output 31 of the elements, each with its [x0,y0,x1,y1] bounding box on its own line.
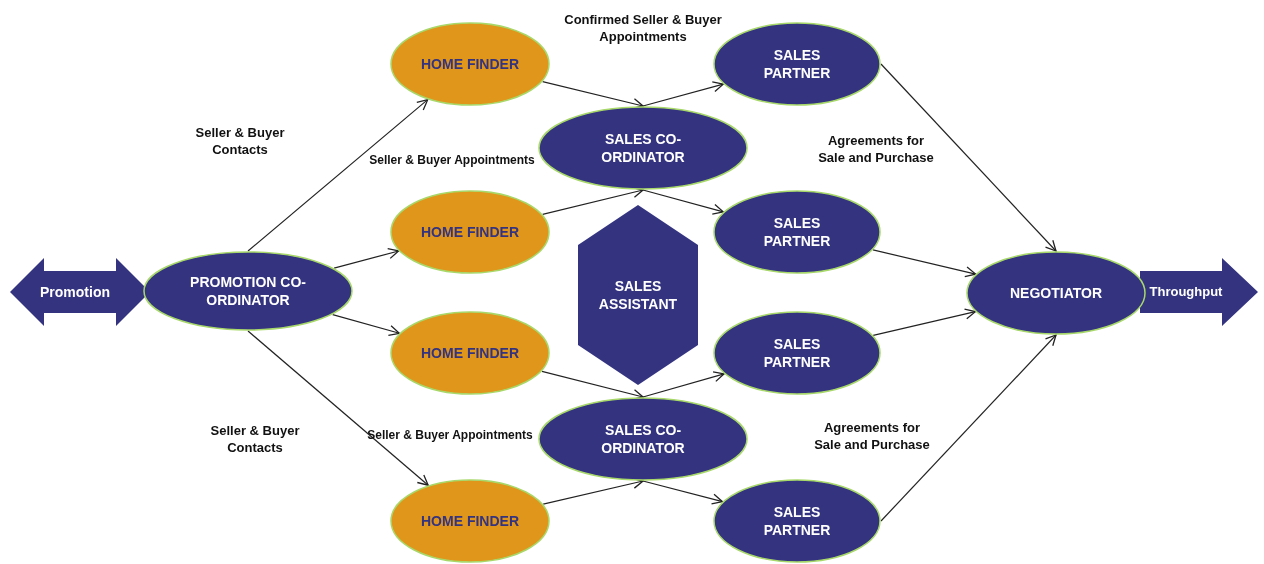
arrow [333,248,400,269]
ellipse-node: SALES PARTNER [713,479,881,563]
arrow [642,371,725,398]
flow-label: Seller & Buyer Appointments [368,151,536,169]
arrow [247,330,429,486]
ellipse-node: SALES PARTNER [713,190,881,274]
ellipse-node: NEGOTIATOR [966,251,1146,335]
arrow-shape: Throughput [1140,258,1258,326]
arrow [880,334,1057,522]
arrow [642,189,724,215]
arrow [872,249,977,278]
hexagon-node: SALES ASSISTANT [578,205,698,385]
ellipse-node: HOME FINDER [390,479,550,563]
ellipse-node: PROMOTION CO-ORDINATOR [143,251,353,331]
flow-label: Seller & Buyer Contacts [209,422,301,456]
flow-label: Agreements for Sale and Purchase [817,132,935,166]
flow-label: Seller & Buyer Appointments [366,426,534,444]
ellipse-node: HOME FINDER [390,311,550,395]
ellipse-node: HOME FINDER [390,190,550,274]
flow-label: Seller & Buyer Contacts [194,124,286,158]
arrow [642,81,724,107]
ellipse-node: SALES PARTNER [713,311,881,395]
flow-label: Agreements for Sale and Purchase [813,419,931,453]
arrow [247,99,429,252]
ellipse-node: SALES CO-ORDINATOR [538,106,748,190]
arrow [332,314,400,337]
arrow [872,308,977,336]
ellipse-node: SALES CO-ORDINATOR [538,397,748,481]
ellipse-node: HOME FINDER [390,22,550,106]
arrow [642,480,724,505]
arrow [880,63,1057,252]
